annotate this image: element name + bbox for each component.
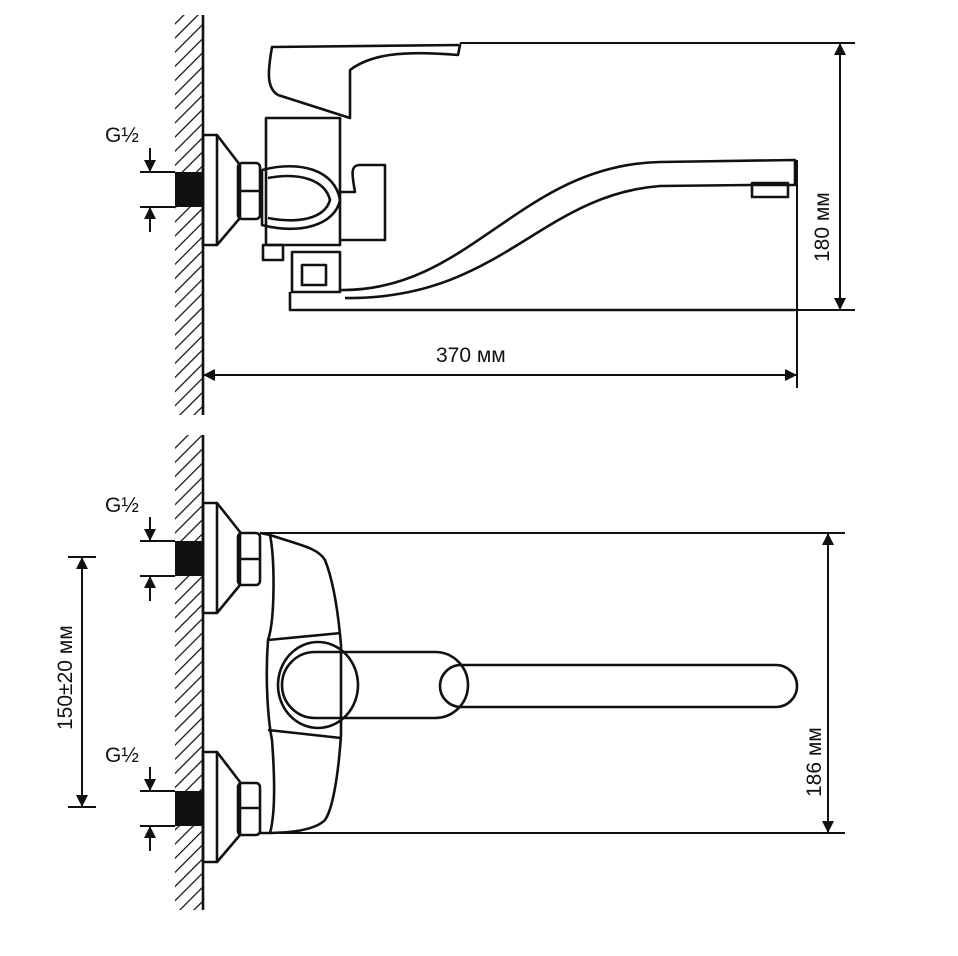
thread-label-lower: G½: [105, 744, 139, 767]
thread-label: G½: [105, 124, 139, 147]
mixer-body: [259, 531, 343, 835]
thread-label-upper: G½: [105, 494, 139, 517]
wall-hatch: [175, 15, 203, 415]
spout: [339, 158, 797, 300]
inlet-pipe: [175, 541, 203, 576]
diverter: [290, 250, 342, 294]
lever-handle: [280, 650, 470, 720]
wall-hatch: [175, 435, 203, 910]
aerator: [750, 181, 790, 199]
spout-rod: [438, 663, 799, 709]
lever-base: [276, 640, 360, 730]
inlet-pipe: [175, 791, 203, 826]
mixer-body: [264, 116, 342, 247]
inlet-pipe: [175, 172, 203, 207]
spout-length-label: 370 мм: [436, 344, 506, 367]
lever: [267, 43, 462, 120]
flange: [201, 133, 219, 247]
height-front-label: 186 мм: [803, 727, 826, 797]
front-view: G½ G½ 150±20 мм 186 мм: [54, 435, 845, 910]
inlet-spacing-label: 150±20 мм: [54, 625, 77, 730]
side-view: G½ 370 мм 180 мм: [105, 15, 855, 415]
height-side-label: 180 мм: [811, 192, 834, 262]
